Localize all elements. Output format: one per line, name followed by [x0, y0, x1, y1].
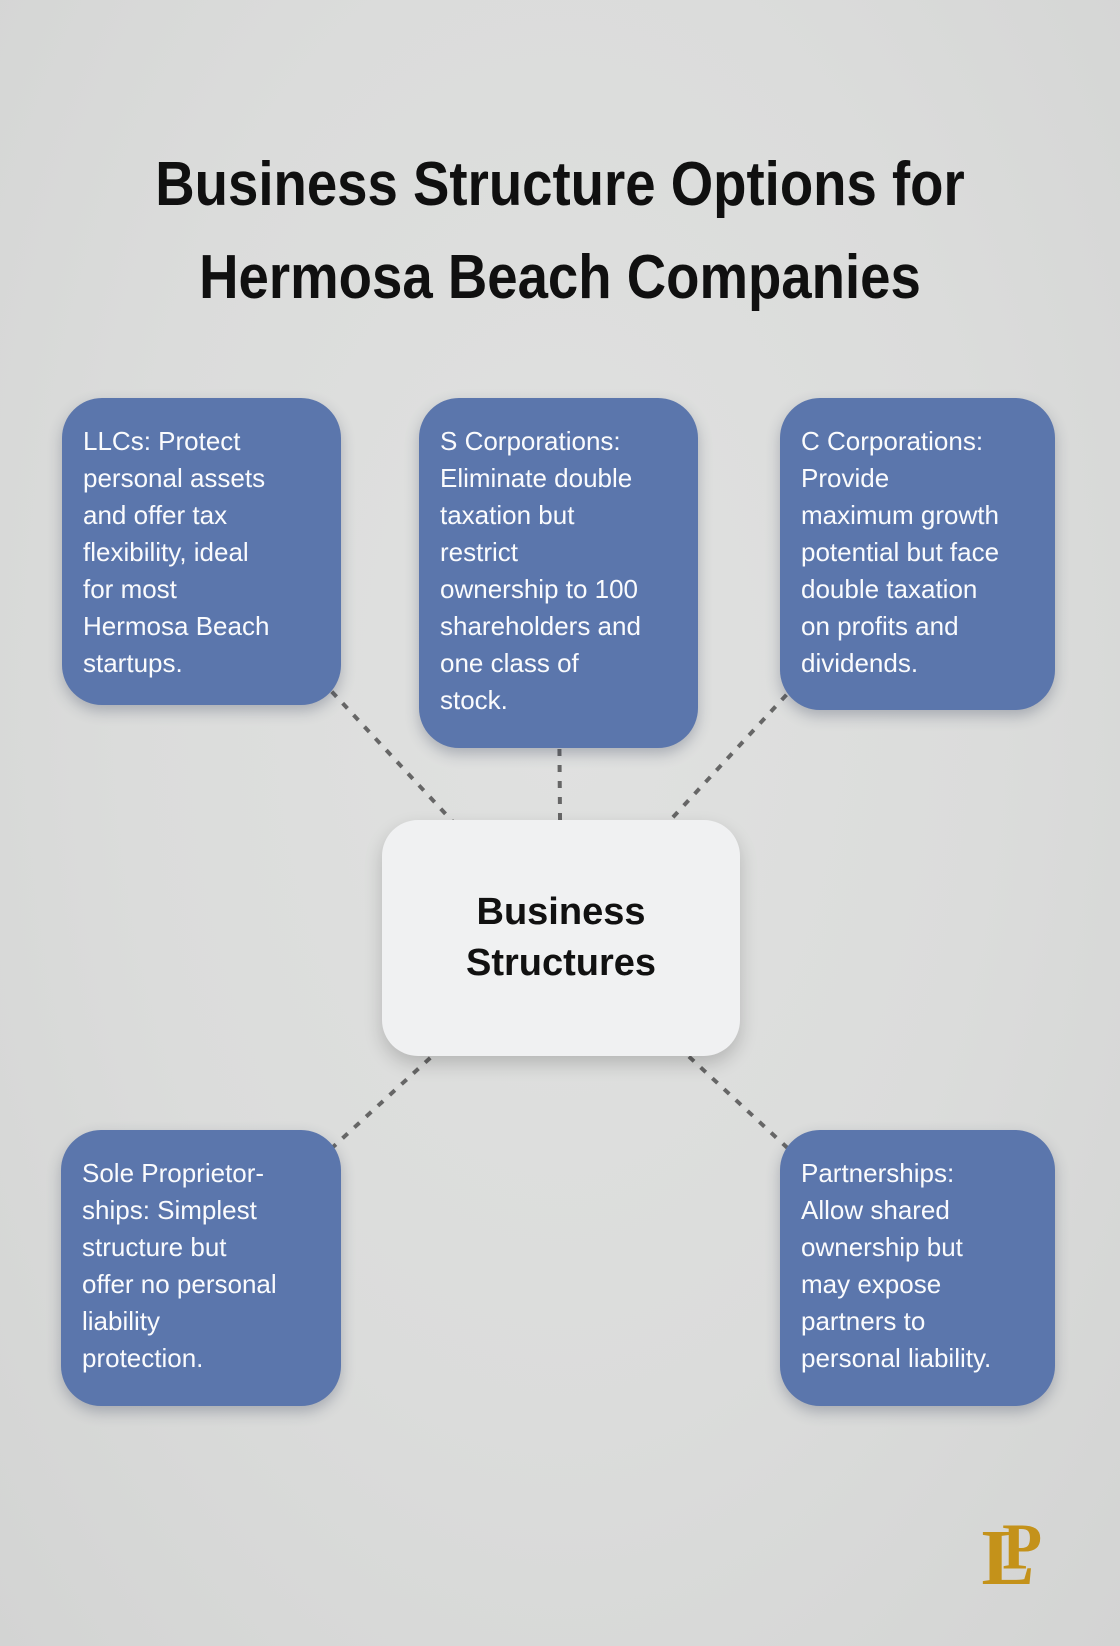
card-partnerships-text: Partnerships: Allow shared ownership but… — [801, 1158, 992, 1373]
logo-letter-p: P — [1002, 1512, 1042, 1584]
card-partnerships: Partnerships: Allow shared ownership but… — [780, 1130, 1055, 1406]
infographic-title: Business Structure Options for Hermosa B… — [155, 149, 965, 312]
card-s-corporations: S Corporations: Eliminate double taxatio… — [419, 398, 698, 748]
card-llc: LLCs: Protect personal assets and offer … — [62, 398, 341, 705]
card-c-corporations: C Corporations: Provide maximum growth p… — [780, 398, 1055, 710]
center-node: Business Structures — [382, 820, 740, 1056]
center-node-label: Business Structures — [465, 891, 657, 984]
card-s-corporations-text: S Corporations: Eliminate double taxatio… — [440, 426, 641, 715]
logo-letter-l: L — [981, 1514, 1034, 1594]
card-llc-text: LLCs: Protect personal assets and offer … — [83, 426, 270, 678]
card-sole-proprietorships: Sole Proprietor- ships: Simplest structu… — [61, 1130, 341, 1406]
lp-monogram-logo: P L — [981, 1512, 1042, 1594]
card-sole-proprietorships-text: Sole Proprietor- ships: Simplest structu… — [82, 1158, 277, 1373]
card-c-corporations-text: C Corporations: Provide maximum growth p… — [801, 426, 1000, 678]
